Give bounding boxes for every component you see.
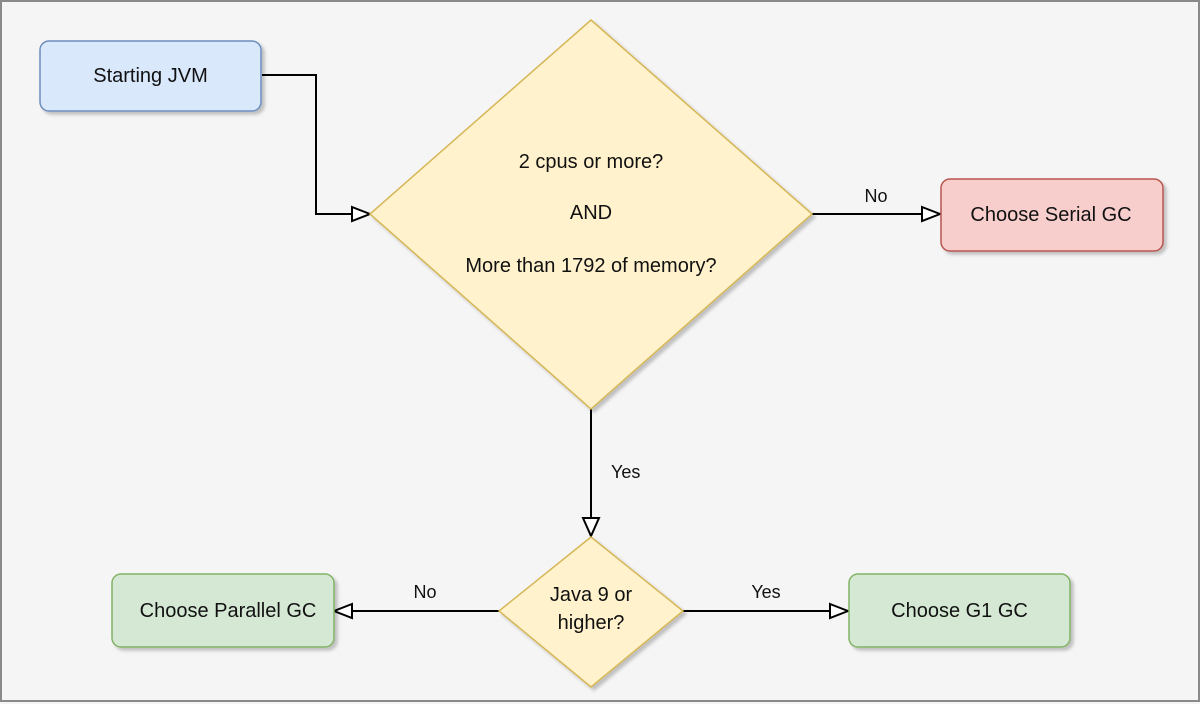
- arrowhead-icon: [921, 205, 943, 223]
- edge-label-yes: Yes: [611, 462, 640, 482]
- node-choose-serial-gc[interactable]: Choose Serial GC: [940, 178, 1164, 252]
- node-label: Choose Parallel GC: [140, 600, 317, 622]
- node-decision-java-version[interactable]: Java 9 or higher?: [497, 536, 685, 688]
- edge-start-to-decision: [262, 74, 373, 223]
- decision-line-1: Java 9 or: [550, 584, 633, 606]
- decision-line-3: More than 1792 of memory?: [465, 255, 716, 277]
- node-label: Starting JVM: [93, 65, 207, 87]
- edge-label-no: No: [864, 186, 887, 206]
- edge-decision-to-serial: No: [812, 186, 943, 223]
- edge-label-yes: Yes: [751, 582, 780, 602]
- node-choose-g1-gc[interactable]: Choose G1 GC: [848, 573, 1071, 648]
- arrowhead-icon: [331, 602, 353, 620]
- edge-java-to-parallel: No: [331, 582, 499, 620]
- node-choose-parallel-gc[interactable]: Choose Parallel GC: [111, 573, 335, 648]
- decision-line-1: 2 cpus or more?: [519, 151, 664, 173]
- arrowhead-icon: [829, 602, 851, 620]
- edge-decision-to-java-check: Yes: [581, 409, 640, 539]
- node-starting-jvm[interactable]: Starting JVM: [39, 40, 262, 112]
- node-label: Choose Serial GC: [970, 204, 1131, 226]
- edge-java-to-g1: Yes: [683, 582, 851, 620]
- arrowhead-icon: [351, 205, 373, 223]
- decision-line-2: AND: [570, 202, 612, 224]
- node-decision-cpu-memory[interactable]: 2 cpus or more? AND More than 1792 of me…: [368, 19, 814, 411]
- decision-line-2: higher?: [558, 612, 625, 634]
- node-label: Choose G1 GC: [891, 600, 1028, 622]
- arrowhead-icon: [581, 517, 601, 539]
- edge-label-no: No: [413, 582, 436, 602]
